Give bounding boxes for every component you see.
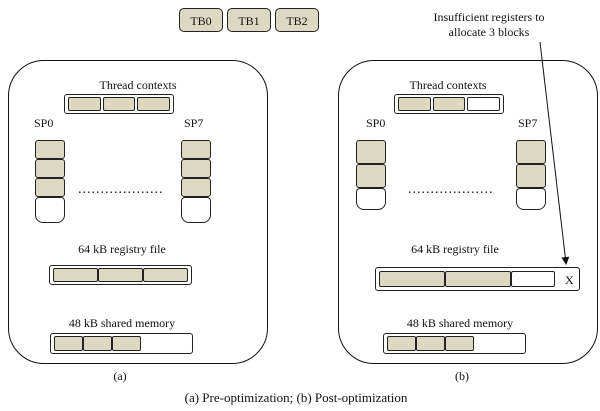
context-slot <box>137 97 171 111</box>
panel-a-caption: (a) <box>113 369 127 383</box>
register-slot <box>35 140 65 159</box>
sp7-stack <box>516 140 546 210</box>
register-slot <box>516 164 546 188</box>
shared-slot <box>445 336 474 351</box>
thread-block-tb0: TB0 <box>179 8 223 32</box>
register-slot-empty <box>35 197 65 223</box>
registry-file-label: 64 kB registry file <box>78 242 166 256</box>
sp7-label: SP7 <box>518 116 538 130</box>
registry-slot <box>53 268 98 282</box>
ellipsis-dots: ................... <box>78 182 164 197</box>
register-slot <box>356 164 386 188</box>
insufficient-registers-annotation: Insufficient registers to allocate 3 blo… <box>433 10 545 39</box>
shared-memory-label: 48 kB shared memory <box>406 316 514 330</box>
panel-b <box>338 60 598 364</box>
register-slot <box>516 140 546 164</box>
sp0-label: SP0 <box>366 116 386 130</box>
register-slot-empty <box>516 188 546 210</box>
register-slot <box>181 178 211 197</box>
register-slot <box>35 178 65 197</box>
thread-block-tb2: TB2 <box>275 8 319 32</box>
shared-memory-label: 48 kB shared memory <box>68 316 176 330</box>
sp0-label: SP0 <box>34 116 54 130</box>
thread-contexts-bar <box>64 94 174 114</box>
shared-memory-bar <box>383 333 526 354</box>
figure-caption: (a) Pre-optimization; (b) Post-optimizat… <box>184 390 408 405</box>
registry-slot-empty <box>511 271 555 287</box>
registry-file-bar <box>49 265 192 285</box>
shared-memory-bar <box>50 333 193 354</box>
registry-file-label: 64 kB registry file <box>411 242 499 256</box>
register-slot-empty <box>356 188 386 210</box>
context-slot-empty <box>467 97 501 111</box>
context-slot <box>432 97 466 111</box>
panel-a <box>8 60 268 364</box>
register-slot <box>35 159 65 178</box>
shared-slot <box>416 336 445 351</box>
shared-slot <box>83 336 112 351</box>
register-slot <box>181 140 211 159</box>
panel-b-caption: (b) <box>455 369 469 383</box>
ellipsis-dots: ................... <box>408 182 494 197</box>
sp7-stack <box>181 140 211 223</box>
thread-block-tb1: TB1 <box>227 8 271 32</box>
thread-contexts-label: Thread contexts <box>409 78 487 92</box>
sp0-stack <box>356 140 386 210</box>
register-slot <box>356 140 386 164</box>
shared-slot <box>387 336 416 351</box>
context-slot <box>398 97 431 111</box>
x-mark: X <box>565 273 574 287</box>
thread-contexts-label: Thread contexts <box>99 78 177 92</box>
context-slot <box>102 97 136 111</box>
shared-slot <box>54 336 83 351</box>
register-slot <box>181 159 211 178</box>
sp0-stack <box>35 140 65 223</box>
registry-slot <box>98 268 143 282</box>
registry-file-bar <box>375 267 580 291</box>
context-slot <box>68 97 101 111</box>
shared-slot <box>112 336 141 351</box>
sp7-label: SP7 <box>184 116 204 130</box>
thread-contexts-bar <box>394 94 504 114</box>
registry-slot <box>445 271 511 287</box>
registry-slot <box>379 271 445 287</box>
register-slot-empty <box>181 197 211 223</box>
registry-slot <box>143 268 188 282</box>
